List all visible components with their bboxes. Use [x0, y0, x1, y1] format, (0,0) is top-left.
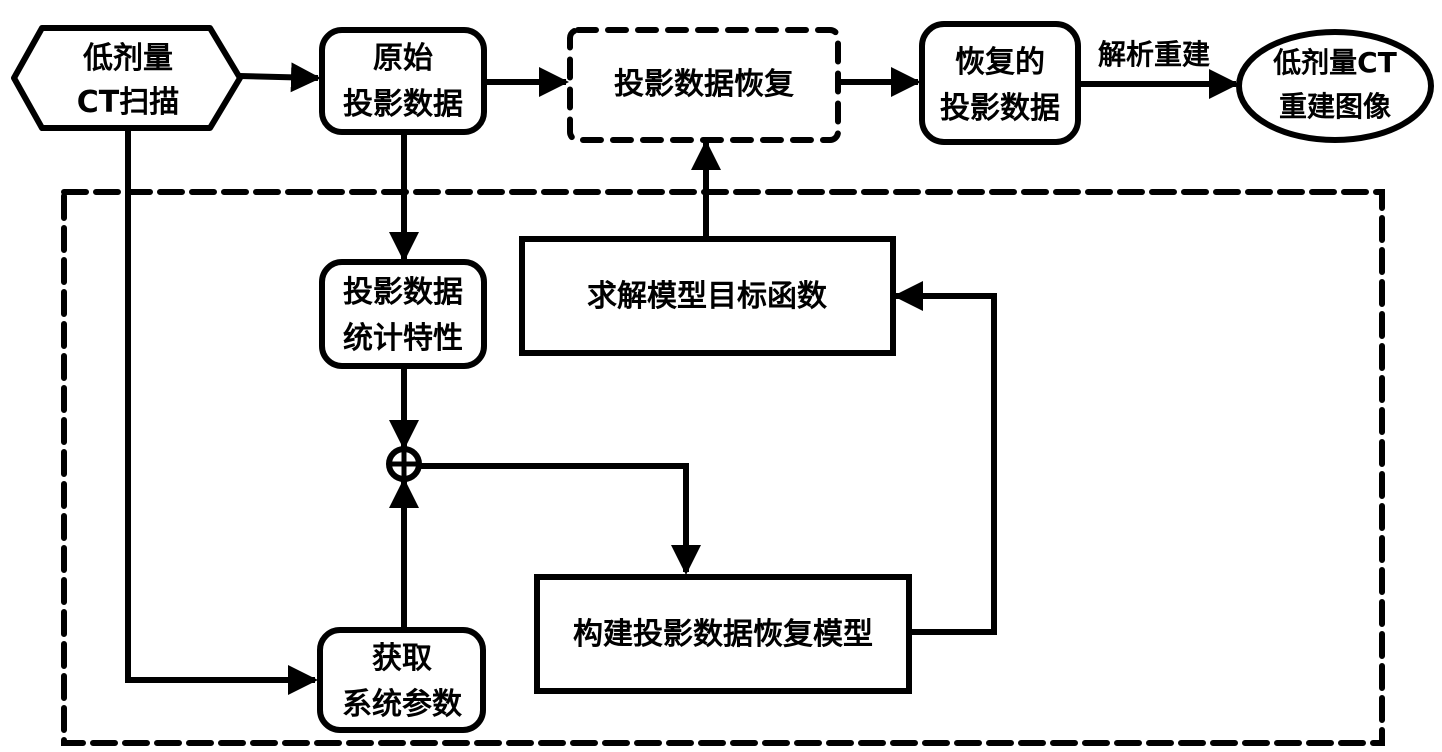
- node-projection-recovery-label: 投影数据恢复: [614, 67, 794, 102]
- rect-shape: [534, 574, 912, 694]
- node-build-model: 构建投影数据恢复模型: [534, 574, 912, 694]
- node-system-params: 获取 系统参数: [317, 627, 486, 733]
- node-projection-stats: 投影数据 统计特性: [319, 259, 487, 369]
- node-ldct-image-line2: 重建图像: [1279, 90, 1392, 123]
- rounded-rect-shape: [919, 21, 1081, 145]
- node-recovered-projection-line1: 恢复的: [955, 45, 1045, 80]
- node-recovered-projection-line2: 投影数据: [940, 91, 1060, 126]
- edge-combine-to-model: [418, 463, 701, 575]
- edges: [125, 62, 1239, 695]
- rounded-rect-shape: [319, 27, 487, 135]
- node-recovered-projection: 恢复的 投影数据: [919, 21, 1081, 145]
- rounded-rect-shape: [319, 259, 487, 369]
- node-ldct-scan: 低剂量 CT扫描: [11, 25, 243, 131]
- hexagon-shape: [11, 25, 243, 131]
- node-system-params-line2: 系统参数: [342, 687, 463, 722]
- edge-scan-to-params: [125, 128, 318, 695]
- node-solve-objective-label: 求解模型目标函数: [587, 279, 828, 314]
- node-combine: [386, 446, 422, 482]
- edge-model-to-objective: [893, 281, 997, 635]
- dashed-rect-shape: [567, 27, 841, 143]
- node-build-model-label: 构建投影数据恢复模型: [573, 617, 873, 652]
- node-raw-projection: 原始 投影数据: [319, 27, 487, 135]
- node-ldct-scan-line1: 低剂量: [82, 41, 173, 76]
- rounded-rect-shape: [317, 627, 486, 733]
- node-ldct-scan-line2: CT扫描: [77, 85, 179, 120]
- node-projection-stats-line2: 统计特性: [343, 321, 463, 356]
- ellipse-shape: [1236, 29, 1434, 143]
- node-projection-recovery: 投影数据恢复: [567, 27, 841, 143]
- model-group-dashed-box: [61, 189, 1385, 746]
- rect-shape: [519, 236, 896, 356]
- node-ldct-image-line1: 低剂量CT: [1272, 46, 1397, 79]
- edge-scan-to-raw: [239, 62, 321, 93]
- node-system-params-line1: 获取: [372, 641, 432, 676]
- node-projection-stats-line1: 投影数据: [343, 275, 463, 310]
- node-solve-objective: 求解模型目标函数: [519, 236, 896, 356]
- node-raw-projection-line1: 原始: [373, 41, 433, 76]
- edge-label-analytic-reconstruction: 解析重建: [1098, 38, 1210, 71]
- node-raw-projection-line2: 投影数据: [343, 87, 463, 122]
- node-ldct-image: 低剂量CT 重建图像: [1236, 29, 1434, 143]
